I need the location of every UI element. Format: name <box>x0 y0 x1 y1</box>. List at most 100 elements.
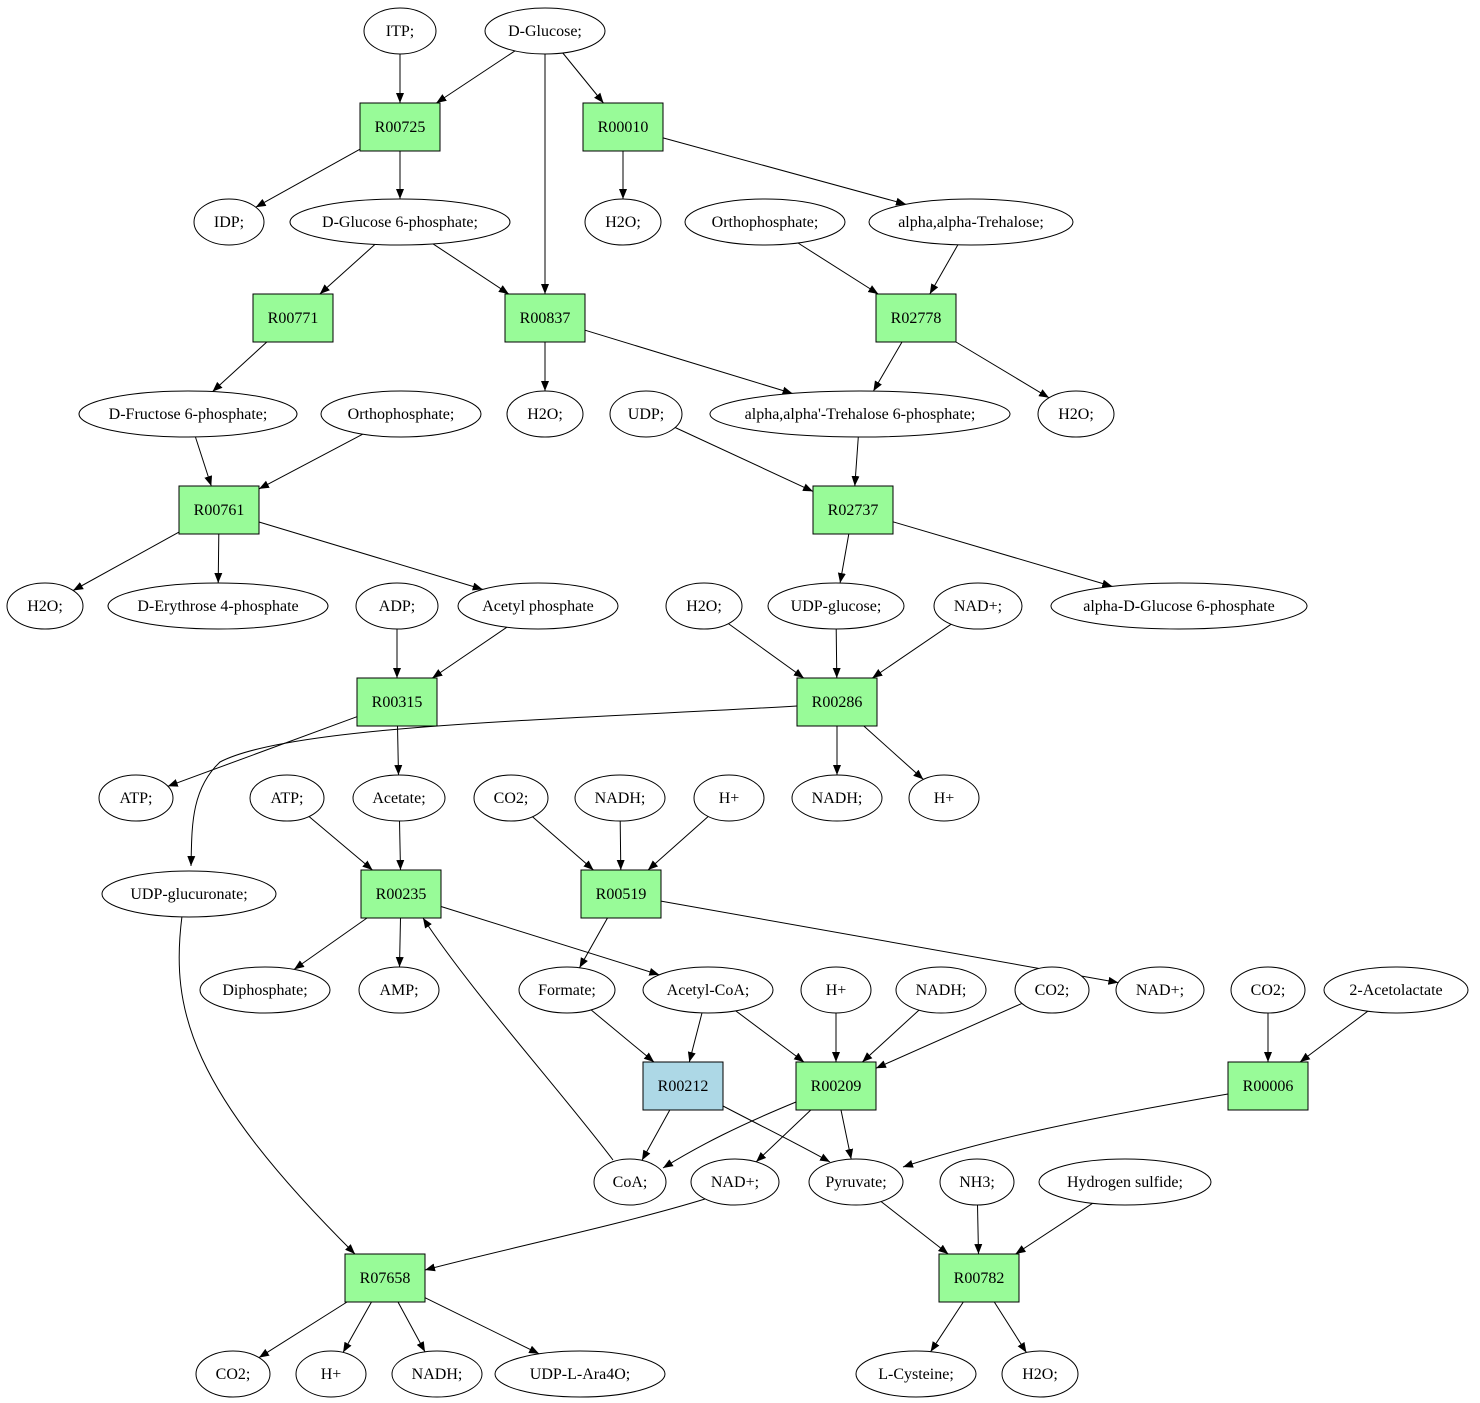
edge-c-udpglc-to-r-00286 <box>832 628 841 679</box>
edge-c-nadh-3-to-r-00209 <box>861 1009 920 1063</box>
node-label: H+ <box>826 982 847 999</box>
compound-ellipse <box>352 774 446 822</box>
reaction-box <box>504 293 586 343</box>
compound-node-c-nadh-4: NADH; <box>391 1350 483 1398</box>
compound-node-c-hplus-3: H+ <box>800 966 872 1014</box>
edge-r-00761-to-c-e4p <box>214 533 223 584</box>
compound-ellipse <box>358 966 440 1014</box>
compound-node-c-glucose: D-Glucose; <box>484 7 606 55</box>
compound-node-c-h2o-6: H2O; <box>1001 1350 1079 1398</box>
node-label: Orthophosphate; <box>348 406 455 423</box>
reaction-node-r-00286: R00286 <box>796 677 878 727</box>
node-label: H2O; <box>527 406 563 423</box>
compound-node-c-t6p: alpha,alpha'-Trehalose 6-phosphate; <box>709 390 1011 438</box>
compound-node-c-udpara: UDP-L-Ara4O; <box>494 1350 666 1398</box>
edge-c-f6p-to-r-00761 <box>194 436 213 487</box>
compound-ellipse <box>1323 966 1469 1014</box>
node-label: Formate; <box>538 982 596 999</box>
compound-node-c-amp: AMP; <box>358 966 440 1014</box>
reaction-node-r-00209: R00209 <box>795 1061 877 1111</box>
node-label: CO2; <box>1251 982 1286 999</box>
node-label: R00315 <box>372 694 423 711</box>
reaction-node-r-00771: R00771 <box>252 293 334 343</box>
node-label: NADH; <box>812 790 863 807</box>
node-label: NH3; <box>959 1174 995 1191</box>
compound-node-c-acp: Acetyl phosphate <box>457 582 619 630</box>
compound-ellipse <box>363 7 437 55</box>
reaction-box <box>795 1061 877 1111</box>
edge-r-00286-to-c-udpgca <box>187 705 798 867</box>
edge-c-nadp-1-to-r-00286 <box>872 623 952 679</box>
compound-ellipse <box>195 1350 271 1398</box>
node-label: Diphosphate; <box>222 982 307 999</box>
edge-r-00209-to-c-nadp-3 <box>755 1109 812 1163</box>
edge-r-00315-to-c-acetate <box>394 725 403 776</box>
edge-c-pyruvate-to-r-00782 <box>880 1201 949 1255</box>
node-label: R00782 <box>954 1270 1005 1287</box>
reaction-node-r-00235: R00235 <box>360 869 442 919</box>
reaction-node-r-07658: R07658 <box>344 1253 426 1303</box>
edge-r-02737-to-c-ag6p <box>892 521 1113 588</box>
compound-node-c-itp: ITP; <box>363 7 437 55</box>
compound-node-c-nh3: NH3; <box>939 1158 1015 1206</box>
node-label: R00519 <box>596 886 647 903</box>
node-label: L-Cysteine; <box>878 1366 954 1383</box>
compound-ellipse <box>1037 390 1115 438</box>
compound-node-c-atp-2: ATP; <box>249 774 325 822</box>
node-label: UDP-glucuronate; <box>130 886 247 903</box>
node-label: CO2; <box>1035 982 1070 999</box>
node-label: H+ <box>934 790 955 807</box>
edge-r-02778-to-c-h2o-3 <box>955 341 1050 399</box>
compound-ellipse <box>320 390 482 438</box>
edge-r-00286-to-c-hplus-2 <box>863 725 924 780</box>
compound-ellipse <box>6 582 84 630</box>
reaction-box <box>359 102 441 152</box>
edge-r-00782-to-c-h2o-6 <box>993 1301 1027 1353</box>
compound-node-c-g6p: D-Glucose 6-phosphate; <box>289 198 511 246</box>
compound-ellipse <box>855 1350 977 1398</box>
compound-ellipse <box>800 966 872 1014</box>
node-label: R00286 <box>812 694 863 711</box>
compound-node-c-udp: UDP; <box>609 390 683 438</box>
edge-c-udpgca-to-r-07658 <box>178 915 356 1255</box>
compound-ellipse <box>484 7 606 55</box>
reaction-box <box>580 869 662 919</box>
compound-ellipse <box>98 774 174 822</box>
edge-c-h2o-5-to-r-00286 <box>728 623 805 679</box>
node-label: H2O; <box>27 598 63 615</box>
node-label: R00209 <box>811 1078 862 1095</box>
reaction-box <box>938 1253 1020 1303</box>
compound-ellipse <box>684 198 846 246</box>
compound-node-c-h2s: Hydrogen sulfide; <box>1038 1158 1212 1206</box>
edge-r-00212-to-c-pyruvate <box>722 1105 831 1163</box>
compound-ellipse <box>609 390 683 438</box>
node-label: Pyruvate; <box>825 1174 886 1191</box>
node-label: R02737 <box>828 502 879 519</box>
node-label: Acetyl phosphate <box>482 598 594 615</box>
node-label: IDP; <box>214 214 244 231</box>
compound-ellipse <box>791 774 883 822</box>
node-label: H2O; <box>605 214 641 231</box>
node-label: AMP; <box>379 982 418 999</box>
compound-node-c-acl: 2-Acetolactate <box>1323 966 1469 1014</box>
compound-ellipse <box>457 582 619 630</box>
edge-r-00209-to-c-pyruvate <box>840 1109 854 1160</box>
node-label: D-Erythrose 4-phosphate <box>137 598 298 615</box>
node-label: alpha,alpha-Trehalose; <box>898 214 1044 231</box>
edge-c-acoa-to-r-00209 <box>735 1010 805 1063</box>
node-label: H2O; <box>1058 406 1094 423</box>
node-label: R00725 <box>375 119 426 136</box>
node-label: R00837 <box>520 310 571 327</box>
edge-r-00782-to-c-cys <box>930 1301 964 1352</box>
compound-node-c-hplus-1: H+ <box>693 774 765 822</box>
node-label: Acetate; <box>372 790 425 807</box>
node-label: R00771 <box>268 310 319 327</box>
edge-c-nadh-1-to-r-00519 <box>616 820 625 871</box>
compound-ellipse <box>1038 1158 1212 1206</box>
edge-c-atp-2-to-r-00235 <box>308 816 373 871</box>
reaction-box <box>252 293 334 343</box>
compound-node-c-f6p: D-Fructose 6-phosphate; <box>78 390 298 438</box>
compound-ellipse <box>391 1350 483 1398</box>
edge-c-g6p-to-r-00771 <box>319 244 376 295</box>
